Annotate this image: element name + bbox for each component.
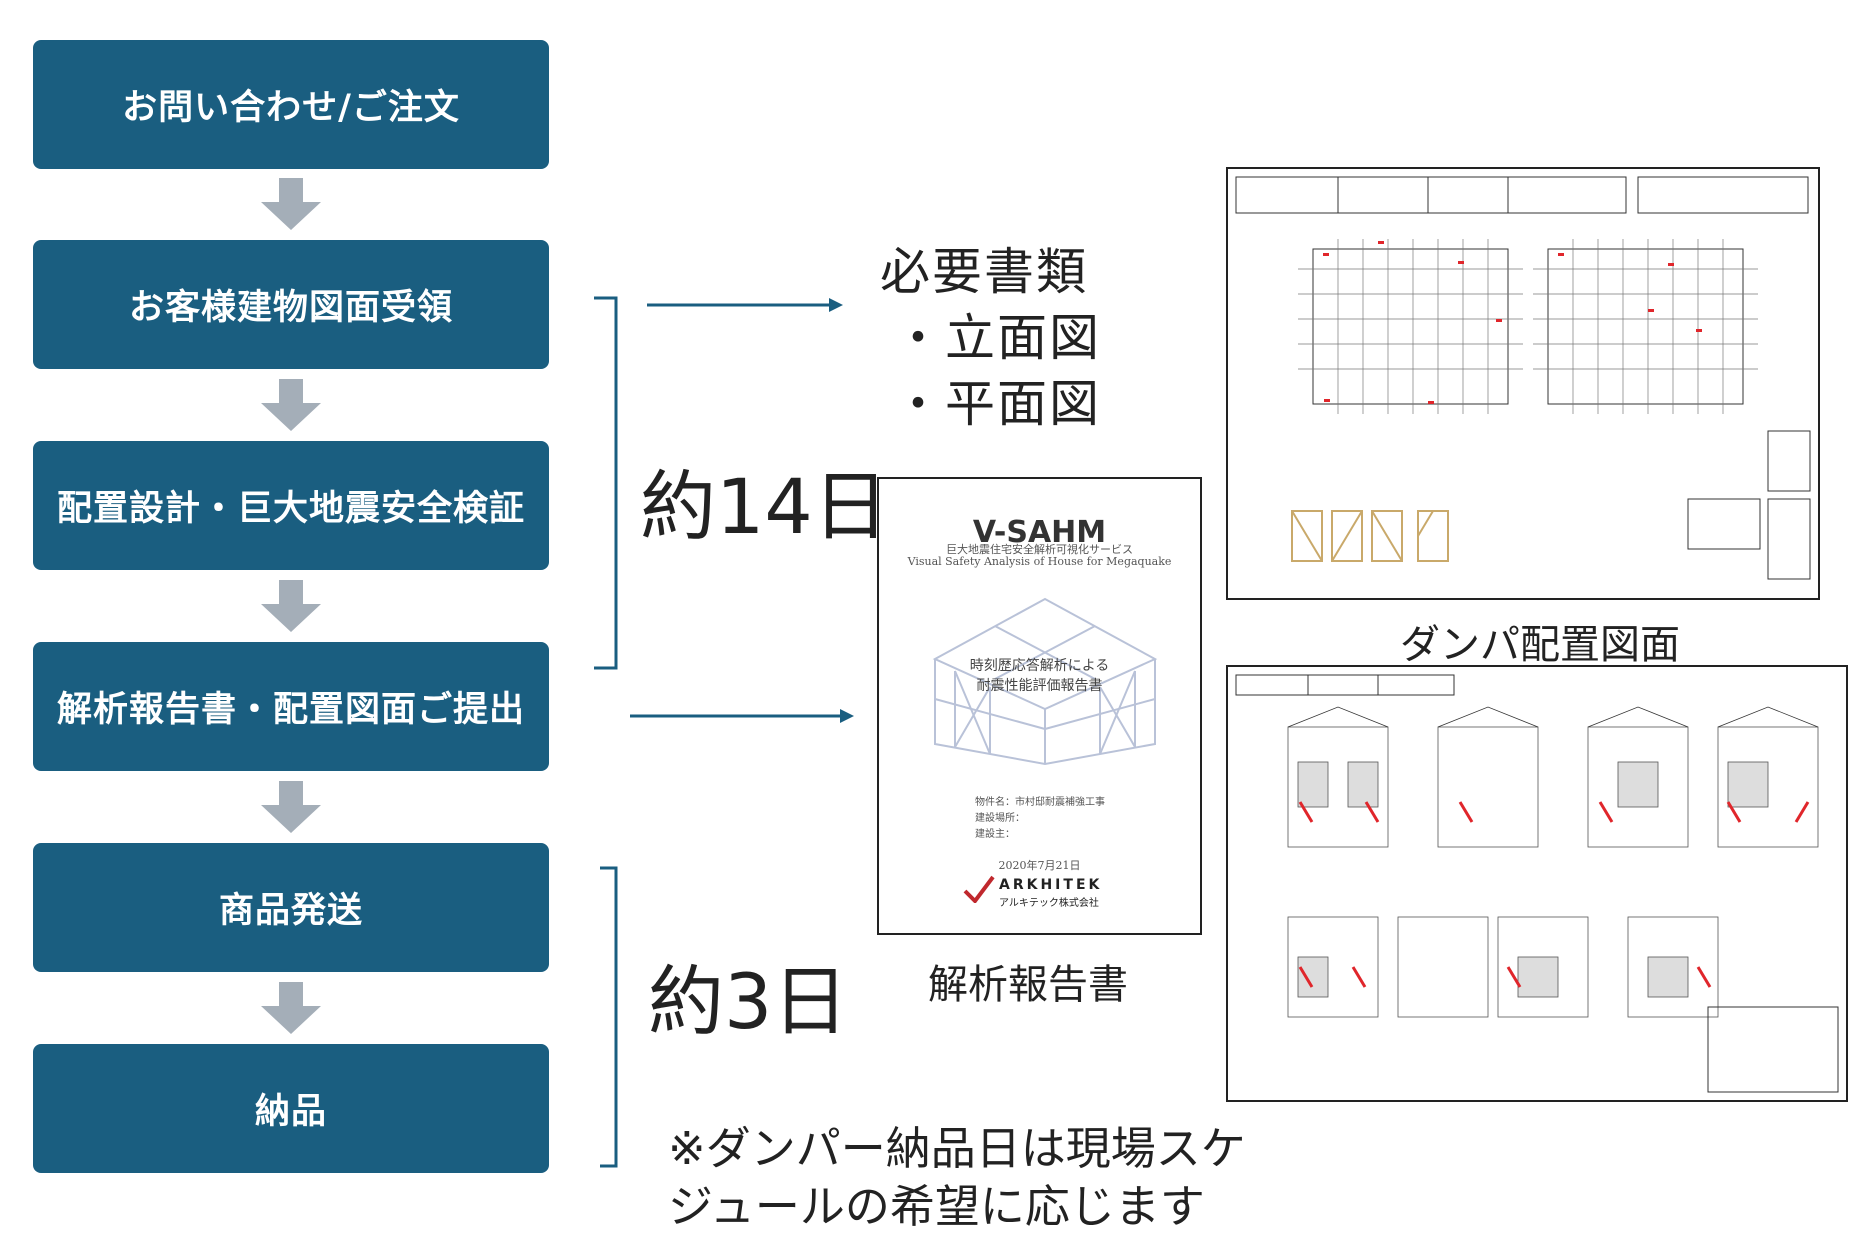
bracket-14-days (594, 296, 618, 670)
step-submit-report: 解析報告書・配置図面ご提出 (33, 642, 549, 771)
required-doc-floor-plan: ・平面図 (893, 375, 1101, 433)
delivery-note: ※ダンパー納品日は現場スケ ジュールの希望に応じます (668, 1120, 1246, 1236)
step-layout-design-verification: 配置設計・巨大地震安全検証 (33, 441, 549, 570)
step-inquiry-order: お問い合わせ/ご注文 (33, 40, 549, 169)
duration-14-days: 約14日 (640, 462, 889, 551)
required-docs-title: 必要書類 (880, 243, 1088, 301)
report-company-en: ARKHITEK (999, 877, 1103, 893)
damper-elevation-drawing (1226, 665, 1848, 1102)
arkhitek-logo-icon (963, 875, 995, 903)
report-field-site: 建設場所： (975, 813, 1025, 824)
required-doc-elevation: ・立面図 (893, 309, 1101, 367)
connector-arrow-icon (647, 298, 843, 312)
elevation-lines-icon (1235, 674, 1839, 1093)
down-arrow-icon (261, 379, 321, 431)
house-wireframe-icon (932, 597, 1158, 766)
bracket-3-days (600, 866, 618, 1168)
report-heading-2: 耐震性能評価報告書 (976, 678, 1103, 694)
report-title: V-SAHM (972, 515, 1107, 550)
report-subtitle-en: Visual Safety Analysis of House for Mega… (907, 555, 1172, 568)
report-subtitle-ja: 巨大地震住宅安全解析可視化サービス (946, 543, 1133, 556)
step-delivery: 納品 (33, 1044, 549, 1173)
damper-caption: ダンパ配置図面 (1400, 622, 1680, 668)
report-caption: 解析報告書 (928, 962, 1128, 1008)
down-arrow-icon (261, 580, 321, 632)
connector-arrow-icon (630, 709, 854, 723)
report-field-owner: 建設主： (975, 829, 1015, 840)
note-line-1: ※ダンパー納品日は現場スケ (668, 1122, 1246, 1175)
down-arrow-icon (261, 982, 321, 1034)
report-heading-1: 時刻歴応答解析による (969, 658, 1110, 674)
report-date: 2020年7月21日 (998, 859, 1081, 872)
down-arrow-icon (261, 178, 321, 230)
step-shipping: 商品発送 (33, 843, 549, 972)
step-receive-drawings: お客様建物図面受領 (33, 240, 549, 369)
report-cover-thumbnail: V-SAHM 巨大地震住宅安全解析可視化サービス Visual Safety A… (877, 477, 1202, 935)
damper-floor-plan-drawing (1226, 167, 1820, 600)
report-field-project: 物件名：市村邸耐震補強工事 (975, 797, 1105, 808)
down-arrow-icon (261, 781, 321, 833)
note-line-2: ジュールの希望に応じます (668, 1180, 1205, 1233)
report-company-ja: アルキテック株式会社 (999, 898, 1099, 909)
duration-3-days: 約3日 (648, 957, 849, 1046)
floor-plan-lines-icon (1235, 176, 1811, 580)
